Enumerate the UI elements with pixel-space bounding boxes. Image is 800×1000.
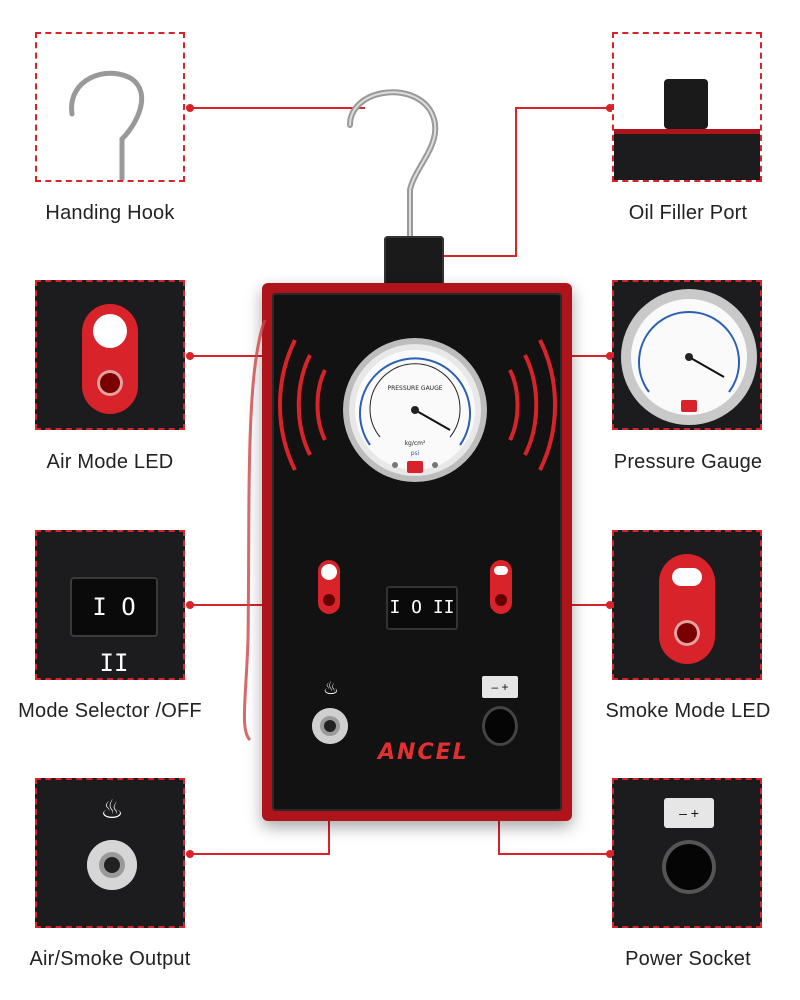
thumb-oil-filler-port: [612, 32, 762, 182]
label-air-mode-led: Air Mode LED: [46, 451, 174, 473]
label-power-socket: Power Socket: [625, 948, 751, 970]
led-light: [674, 620, 700, 646]
connector-air-led: [190, 355, 330, 357]
label-mode-selector: Mode Selector /OFF: [18, 700, 202, 722]
thumb-air-mode-led: [35, 280, 185, 430]
brand-logo: ANCEL: [378, 740, 469, 765]
gauge-unit-kg: kg/cm²: [405, 440, 426, 447]
connector-dot: [606, 352, 614, 360]
battery-icon: – +: [482, 676, 518, 698]
tube: [242, 319, 267, 742]
connector-dot: [606, 850, 614, 858]
connector-oil: [515, 107, 610, 109]
battery-icon: – +: [664, 798, 714, 828]
connector-oil-v: [515, 107, 517, 257]
mode-selector-switch[interactable]: I O II: [386, 586, 458, 630]
connector-dot: [186, 850, 194, 858]
wave-arcs: [278, 339, 557, 471]
switch-icon: I O II: [70, 577, 158, 677]
oil-filler-cap: [384, 236, 444, 286]
connector-output: [190, 853, 330, 855]
thumb-pressure-gauge: [612, 280, 762, 430]
label-smoke-mode-led: Smoke Mode LED: [605, 700, 771, 722]
thumb-air-smoke-output: ♨: [35, 778, 185, 928]
socket-icon: [662, 840, 716, 894]
connector-dot: [186, 601, 194, 609]
thumb-mode-selector: I O II: [35, 530, 185, 680]
thumb-handing-hook: [35, 32, 185, 182]
thumb-smoke-mode-led: [612, 530, 762, 680]
air-smoke-output-port: [312, 708, 348, 744]
connector-dot: [606, 104, 614, 112]
connector-hook: [190, 107, 365, 109]
cloud-icon: [494, 566, 508, 575]
output-port-icon: [87, 840, 137, 890]
power-socket: [482, 706, 518, 746]
gauge-unit-psi: psi: [411, 450, 420, 457]
label-pressure-gauge: Pressure Gauge: [613, 451, 763, 473]
connector-dot: [606, 601, 614, 609]
hanging-hook: [347, 89, 439, 248]
thumb-power-socket: – +: [612, 778, 762, 928]
connector-power: [498, 853, 610, 855]
battery-minus: –: [491, 680, 499, 694]
battery-plus: +: [690, 805, 699, 821]
hook-icon: [69, 70, 145, 180]
cloud-icon: [672, 568, 702, 586]
label-oil-filler-port: Oil Filler Port: [628, 202, 748, 224]
battery-minus: –: [679, 805, 687, 821]
connector-dot: [186, 104, 194, 112]
label-handing-hook: Handing Hook: [45, 202, 175, 224]
gauge-icon: [621, 289, 757, 425]
battery-plus: +: [501, 680, 509, 694]
smoke-mode-led: [490, 560, 512, 614]
smoke-icon: ♨: [100, 794, 124, 824]
pressure-gauge: PRESSURE GAUGE kg/cm² psi: [343, 338, 487, 482]
smoke-icon: ♨: [322, 678, 340, 698]
fan-icon: [93, 314, 127, 348]
connector-oil-h2: [435, 255, 517, 257]
air-mode-led: [318, 560, 340, 614]
fan-icon: [321, 564, 337, 580]
switch-label: I O II: [389, 597, 455, 618]
gauge-title: PRESSURE GAUGE: [387, 385, 442, 392]
label-air-smoke-output: Air/Smoke Output: [29, 948, 191, 970]
connector-dot: [186, 352, 194, 360]
led-light: [97, 370, 123, 396]
cap-icon: [664, 79, 708, 129]
